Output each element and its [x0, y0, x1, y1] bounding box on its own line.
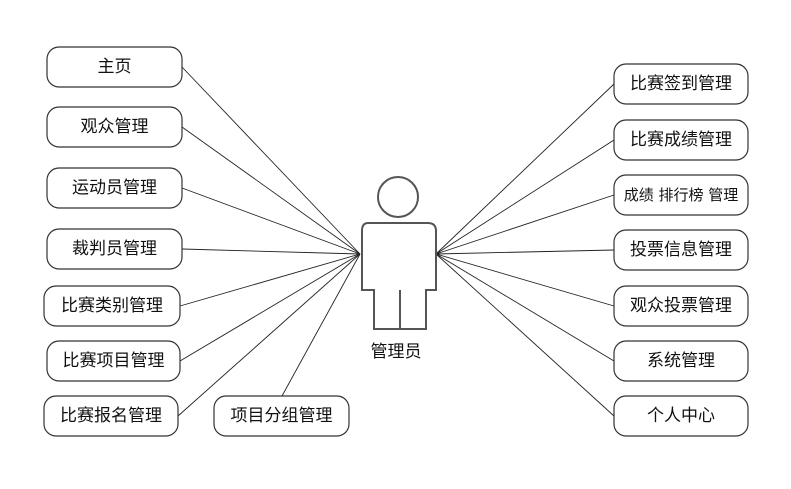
edge-right-4	[435, 253, 615, 307]
node-label: 比赛签到管理	[630, 73, 732, 94]
node-right-1: 比赛成绩管理	[613, 119, 749, 161]
edge-left-2	[181, 187, 361, 255]
node-left-0: 主页	[46, 46, 183, 88]
edge-right-6	[435, 253, 615, 417]
node-label: 系统管理	[647, 351, 715, 371]
node-left-2: 运动员管理	[46, 167, 183, 209]
node-left-4: 比赛类别管理	[43, 285, 181, 327]
node-right-5: 系统管理	[613, 340, 749, 382]
node-label: 比赛成绩管理	[630, 129, 732, 150]
node-right-3: 投票信息管理	[613, 229, 749, 271]
node-label: 比赛类别管理	[61, 295, 163, 316]
node-left-3: 裁判员管理	[46, 228, 183, 270]
node-right-2: 成绩 排行榜 管理	[613, 174, 749, 216]
node-label: 项目分组管理	[231, 406, 333, 426]
person-icon	[361, 176, 437, 330]
node-label: 比赛项目管理	[63, 350, 165, 371]
node-right-0: 比赛签到管理	[613, 63, 749, 105]
connector-lines	[177, 66, 615, 417]
edge-left-3	[181, 248, 361, 255]
edge-left-6	[177, 253, 361, 417]
actor-label: 管理员	[371, 342, 422, 362]
node-label: 投票信息管理	[630, 240, 732, 260]
node-bottom: 项目分组管理	[213, 395, 350, 437]
node-label: 比赛报名管理	[60, 405, 162, 426]
node-right-4: 观众投票管理	[613, 285, 749, 327]
node-label: 成绩 排行榜 管理	[624, 186, 739, 204]
node-label: 观众投票管理	[630, 296, 732, 316]
edge-right-2	[435, 194, 615, 255]
edge-right-5	[435, 253, 615, 362]
node-label: 主页	[98, 57, 132, 77]
edge-bottom	[281, 253, 361, 397]
node-label: 裁判员管理	[72, 239, 157, 259]
node-left-1: 观众管理	[46, 106, 183, 148]
node-left-5: 比赛项目管理	[46, 340, 181, 382]
edge-left-4	[179, 253, 361, 307]
edge-right-3	[435, 249, 615, 255]
node-right-6: 个人中心	[613, 395, 749, 437]
edge-left-0	[181, 66, 361, 255]
edge-right-1	[435, 139, 615, 255]
edge-left-1	[181, 126, 361, 255]
node-left-6: 比赛报名管理	[43, 395, 179, 437]
node-label: 个人中心	[647, 406, 715, 426]
node-label: 运动员管理	[72, 178, 157, 198]
edge-right-0	[435, 83, 615, 255]
node-label: 观众管理	[81, 117, 149, 137]
edge-left-5	[179, 253, 361, 362]
